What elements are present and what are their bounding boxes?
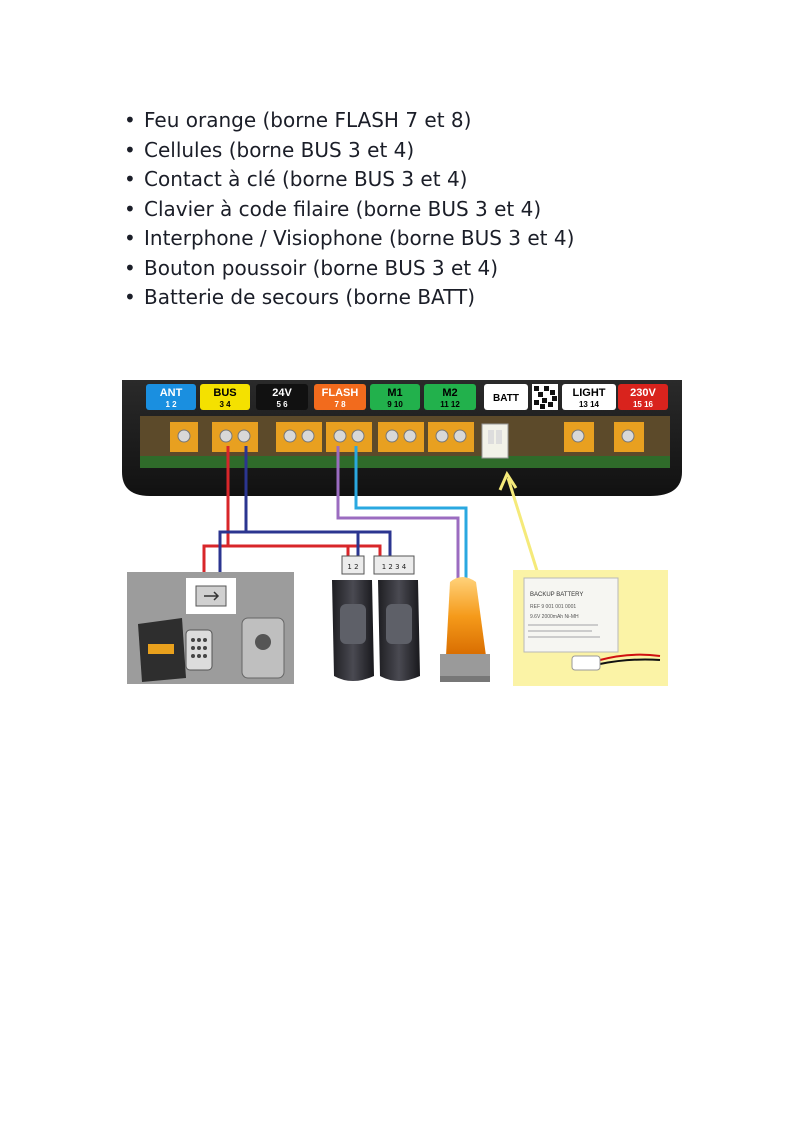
terminal-name: LIGHT [573,387,606,399]
batt-wire-yellow [506,477,540,575]
list-item: •Feu orange (borne FLASH 7 et 8) [124,106,574,136]
terminal-name: FLASH [322,387,359,399]
battery-cable-icon [571,653,661,671]
accessory-panel [127,572,294,684]
cell-connector-b: 1 2 3 4 [373,555,415,575]
connector-label: 1 2 3 4 [382,563,407,571]
terminal-name: M2 [442,387,457,399]
qr-code-icon [532,384,558,410]
terminal-block-ant [170,422,198,452]
terminal-pins: 7 8 [334,400,346,409]
flashing-light-icon [440,577,490,682]
terminal-name: BATT [493,393,519,404]
list-item: •Clavier à code filaire (borne BUS 3 et … [124,195,574,225]
terminal-name: M1 [387,387,402,399]
key-switch-icon [241,617,285,679]
terminal-block-bus [212,422,258,452]
terminal-label-batt: BATT [484,384,528,410]
list-item: •Batterie de secours (borne BATT) [124,283,574,313]
terminal-block-m2 [428,422,474,452]
wires [202,446,540,588]
batt-arrow-icon [498,470,518,491]
bullet-icon: • [124,167,136,191]
push-button-icon [186,578,236,614]
battery-title: BACKUP BATTERY [530,592,583,598]
battery-panel: BACKUP BATTERY REF 9 001 001 0001 9.6V 2… [513,570,668,686]
photocells [332,580,420,681]
bullet-icon: • [124,226,136,250]
photocell-icon [332,580,374,681]
list-item: •Contact à clé (borne BUS 3 et 4) [124,165,574,195]
terminal-block-light [564,422,594,452]
cell-connector-a: 1 2 [341,555,365,575]
flash-wire-purple [336,446,460,588]
terminal-name: 230V [630,387,656,399]
bullet-icon: • [124,285,136,309]
terminal-name: BUS [213,387,236,399]
screw-terminals [170,422,644,459]
terminal-pins: 9 10 [387,400,403,409]
terminal-block-m1 [378,422,424,452]
list-item: •Interphone / Visiophone (borne BUS 3 et… [124,224,574,254]
battery-line1: REF 9 001 001 0001 [530,604,576,610]
terminal-pins: 1 2 [165,400,177,409]
terminal-label-m1: M19 10 [370,384,420,410]
bullet-icon: • [124,196,136,221]
terminal-pins: 11 12 [440,400,460,409]
bullet-icon: • [124,137,136,162]
interphone-icon [138,618,186,682]
terminal-block-batt [481,423,509,459]
terminal-block-230v [614,422,644,452]
terminal-pins: 5 6 [276,400,288,409]
flash-wire-cyan [354,446,468,588]
list-item: •Cellules (borne BUS 3 et 4) [124,136,574,166]
battery-line2: 9.6V 2000mAh Ni-MH [530,614,579,620]
terminal-pins: 3 4 [219,400,231,409]
photocell-icon [378,580,420,681]
bullet-icon: • [124,255,136,280]
terminal-pins: 15 16 [633,400,654,409]
terminal-name: 24V [272,387,292,399]
connector-label: 1 2 [347,563,358,571]
list-item: •Bouton poussoir (borne BUS 3 et 4) [124,254,574,284]
battery-pack-icon: BACKUP BATTERY REF 9 001 001 0001 9.6V 2… [523,577,619,653]
terminal-name: ANT [160,387,183,399]
keypad-icon [185,629,213,671]
accessory-list: •Feu orange (borne FLASH 7 et 8) •Cellul… [124,106,574,313]
bus-wire-blue [218,446,392,578]
terminal-pins: 13 14 [579,400,600,409]
terminal-block-24v [276,422,322,452]
terminal-block-flash [326,422,372,452]
bullet-icon: • [124,108,136,132]
